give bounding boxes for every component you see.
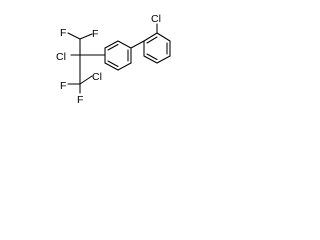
- cf3-fluorine-bond: [79, 33, 93, 40]
- ring2-double-bond: [146, 36, 158, 44]
- chlorophenyl-ring: [143, 23, 171, 64]
- cf2cl-chlorine-bond: [79, 75, 93, 85]
- atom-label-f-bottom-2: F: [77, 94, 83, 106]
- atom-label-cl-central: Cl: [56, 51, 66, 63]
- ring2-bond: [156, 32, 171, 42]
- chemical-structure-diagram: Cl Cl Cl F F F F: [56, 13, 171, 106]
- atom-label-cl-chain: Cl: [92, 71, 102, 83]
- ring2-bond: [143, 55, 158, 64]
- atom-label-f-top-1: F: [60, 27, 66, 39]
- atom-label-f-bottom-1: F: [60, 80, 66, 92]
- ring1-double-bond: [107, 43, 119, 51]
- ring1-bond: [117, 40, 132, 49]
- ring2-bond: [156, 55, 171, 64]
- cf3-fluorine-bond: [67, 32, 81, 40]
- ring2-double-bond: [146, 53, 158, 61]
- halogenated-propyl-chain: [67, 32, 106, 94]
- ring1-double-bond: [107, 60, 119, 68]
- central-benzene-ring: [104, 40, 132, 71]
- atom-label-cl-ring: Cl: [151, 13, 161, 25]
- ring1-bond: [117, 62, 132, 71]
- biaryl-bond: [130, 40, 145, 49]
- atom-label-f-top-2: F: [92, 28, 98, 40]
- ring1-bond: [104, 62, 119, 71]
- ring2-bond: [143, 32, 158, 42]
- ring1-bond: [104, 40, 119, 49]
